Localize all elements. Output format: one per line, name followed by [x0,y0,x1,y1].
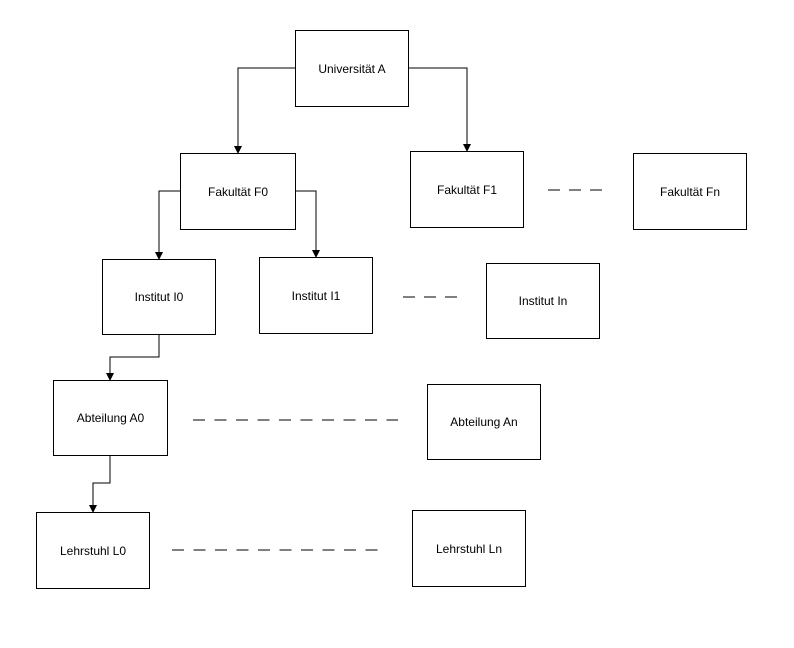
node-chair-ln-label: Lehrstuhl Ln [435,541,503,556]
node-chair-l0-label: Lehrstuhl L0 [59,543,127,558]
node-faculty-f1: Fakultät F1 [410,151,524,228]
edge-faculty-f0-to-institute-i0 [155,190,180,260]
node-faculty-fn: Fakultät Fn [633,153,747,230]
node-institute-i1: Institut I1 [259,257,373,334]
edge-university-to-faculty-f1 [409,67,471,152]
node-department-a0: Abteilung A0 [53,380,168,456]
node-institute-in-label: Institut In [518,294,568,308]
node-chair-l0: Lehrstuhl L0 [36,512,150,589]
node-university-label: Universität A [318,61,386,76]
node-university: Universität A [295,30,409,107]
node-institute-i0: Institut I0 [102,259,216,335]
edge-university-to-faculty-f0 [234,67,295,154]
node-department-an: Abteilung An [427,384,541,460]
node-faculty-fn-label: Fakultät Fn [659,184,721,199]
node-department-a0-label: Abteilung A0 [76,411,145,425]
edge-department-a0-to-chair-l0 [89,456,111,513]
node-faculty-f1-label: Fakultät F1 [436,182,498,197]
edge-faculty-f0-to-institute-i1 [296,190,320,258]
node-institute-i1-label: Institut I1 [291,288,341,303]
node-faculty-f0: Fakultät F0 [180,153,296,230]
node-institute-i0-label: Institut I0 [134,290,184,304]
node-faculty-f0-label: Fakultät F0 [207,184,269,199]
node-chair-ln: Lehrstuhl Ln [412,510,526,587]
node-department-an-label: Abteilung An [450,415,518,429]
edge-institute-i0-to-department-a0 [106,335,160,381]
node-institute-in: Institut In [486,263,600,339]
